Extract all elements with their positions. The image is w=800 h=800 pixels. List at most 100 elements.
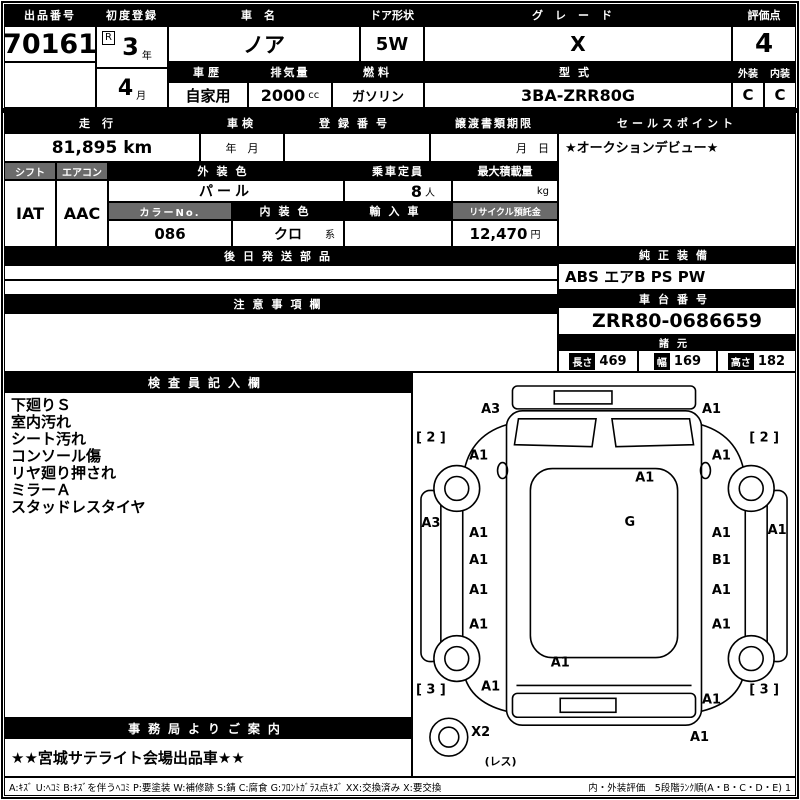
damage-mark: A1: [690, 730, 709, 745]
right-sill-strip: [766, 489, 788, 663]
spare-tire: [429, 717, 469, 757]
height-label: 高さ: [727, 352, 754, 370]
ext-color-header: 外装色: [108, 162, 344, 180]
reg-no-value: [284, 133, 430, 162]
notes-area: [4, 313, 558, 372]
car-name-header: 車名: [168, 4, 360, 26]
recycle-cell: 12,470 円: [452, 220, 558, 247]
damage-mark: A1: [712, 449, 731, 464]
month-suffix: 月: [136, 91, 147, 102]
panel-count-mark: [ 3 ]: [416, 682, 446, 697]
width-cell: 幅 169: [638, 350, 717, 372]
chassis-value: ZRR80-0686659: [558, 307, 796, 335]
length-label: 長さ: [569, 352, 596, 370]
first-reg-year-cell: R 3 年: [96, 26, 168, 68]
shaken-header: 車検: [200, 113, 284, 133]
section-divider-top: [2, 108, 798, 113]
color-no-value: 086: [108, 220, 232, 247]
displacement-unit: cc: [308, 89, 320, 101]
history-value: 自家用: [168, 82, 248, 108]
spare-less-note: (レス): [485, 755, 517, 768]
roof-panel: [529, 467, 679, 659]
damage-mark: A1: [469, 526, 488, 541]
grade-value: X: [424, 26, 732, 62]
max-load-unit: kg: [452, 180, 558, 202]
wheel-front-left-rim: [444, 475, 470, 502]
capacity-value: 8: [410, 181, 422, 201]
height-value: 182: [757, 353, 786, 369]
shift-header: シフト: [4, 162, 56, 180]
displacement-header: 排気量: [248, 62, 332, 82]
width-label: 幅: [653, 352, 670, 370]
sales-point-value: ★オークションデビュー★: [558, 133, 796, 247]
capacity-unit: 人: [425, 187, 435, 199]
chassis-header: 車台番号: [558, 290, 796, 307]
legend-codes: A:ｷｽﾞ U:ﾍｺﾐ B:ｷｽﾞを伴うﾍｺﾐ P:要塗装 W:補修跡 S:錆 …: [9, 782, 442, 794]
damage-diagram: A3 A1 [ 2 ] A1 A1 [ 2 ] A1 A3 A1 G A1 A1…: [412, 372, 796, 777]
exterior-header: 外装: [732, 62, 764, 82]
right-mirror: [699, 461, 712, 480]
score-header: 評価点: [732, 4, 796, 26]
wheel-rear-left-rim: [444, 645, 470, 672]
legend-rank: 内・外装評価 5段階ﾗﾝｸ順(A・B・C・D・E) 1: [588, 782, 791, 794]
windshield-left: [513, 418, 597, 448]
first-reg-header: 初度登録: [96, 4, 168, 26]
capacity-header: 乗車定員: [344, 162, 452, 180]
wheel-rear-right-rim: [738, 645, 764, 672]
mileage-header: 走行: [4, 113, 200, 133]
color-no-header: カラーNo.: [108, 202, 232, 220]
auction-no-value: 70161: [4, 26, 96, 62]
later-parts-row-2: [4, 280, 558, 295]
capacity-cell: 8 人: [344, 180, 452, 202]
int-color-cell: クロ 系: [232, 220, 344, 247]
auction-no-header: 出品番号: [4, 4, 96, 26]
int-color-suffix: 系: [325, 230, 335, 241]
grade-header: グレード: [424, 4, 732, 26]
damage-mark: A1: [712, 618, 731, 633]
reg-no-header: 登録番号: [284, 113, 430, 133]
shift-value: IAT: [4, 180, 56, 247]
inspector-note: リヤ廻り押され: [11, 464, 117, 482]
interior-score: C: [764, 82, 796, 108]
damage-mark: A1: [469, 583, 488, 598]
recycle-value: 12,470: [469, 224, 528, 243]
damage-mark: A3: [481, 402, 500, 417]
panel-count-mark: [ 2 ]: [749, 431, 779, 446]
inspector-note: 下廻りＳ: [11, 396, 72, 414]
length-cell: 長さ 469: [558, 350, 638, 372]
import-header: 輸入車: [344, 202, 452, 220]
wheel-front-left: [433, 464, 481, 513]
notes-header: 注意事項欄: [4, 295, 558, 313]
spare-tire-rim: [438, 726, 460, 748]
front-license-plate: [553, 390, 613, 405]
damage-mark: A1: [551, 656, 570, 671]
left-sill-strip: [420, 489, 442, 663]
model-header: 型式: [424, 62, 732, 82]
wheel-front-right: [727, 464, 775, 513]
exterior-score: C: [732, 82, 764, 108]
front-bumper: [511, 385, 697, 410]
score-value: 4: [732, 26, 796, 62]
inspector-note: 室内汚れ: [11, 413, 72, 431]
office-value: ★★宮城サテライト会場出品車★★: [4, 738, 412, 777]
recycle-unit: 円: [530, 230, 541, 241]
door-shape-header: ドア形状: [360, 4, 424, 26]
displacement-cell: 2000 cc: [248, 82, 332, 108]
damage-mark: A1: [469, 553, 488, 568]
sales-point-header: セールスポイント: [558, 113, 796, 133]
first-reg-month: 4: [117, 75, 134, 101]
shaken-value: 年 月: [200, 133, 284, 162]
fuel-header: 燃料: [332, 62, 424, 82]
wheel-front-right-rim: [738, 475, 764, 502]
car-name-value: ノア: [168, 26, 360, 62]
import-value: [344, 220, 452, 247]
inspector-notes: 下廻りＳ 室内汚れ シート汚れ コンソール傷 リヤ廻り押され ミラーＡ スタッド…: [4, 392, 412, 718]
inspector-note: コンソール傷: [11, 447, 102, 465]
inspector-note: スタッドレスタイヤ: [11, 498, 146, 516]
office-header: 事務局よりご案内: [4, 718, 412, 738]
ext-color-value: パール: [108, 180, 344, 202]
left-side-panel: [461, 424, 507, 713]
aircon-header: エアコン: [56, 162, 108, 180]
first-reg-year: 3: [122, 33, 139, 61]
